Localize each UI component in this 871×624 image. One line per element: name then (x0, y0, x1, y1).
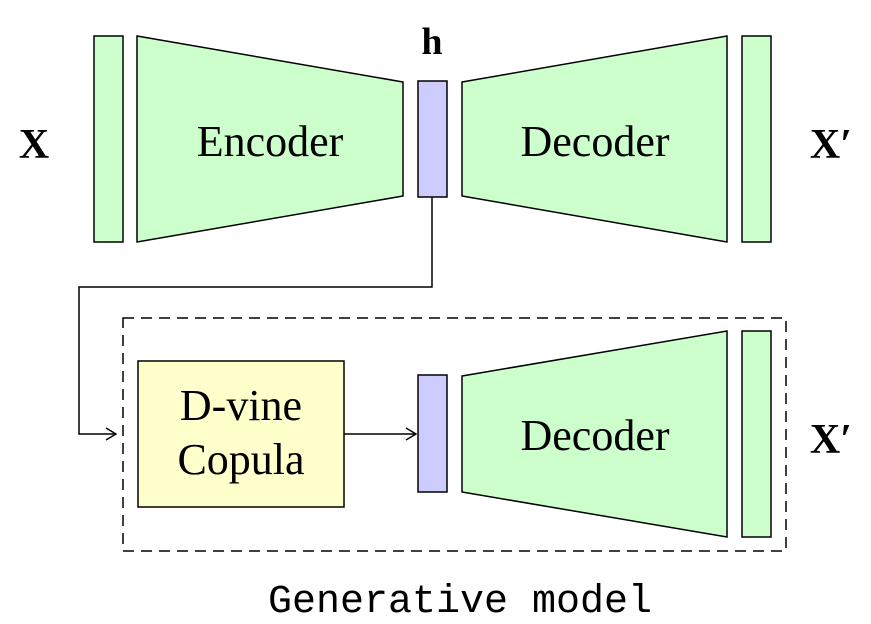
decoder-bottom-label: Decoder (520, 411, 669, 460)
output-bottom-x-prime-label: X′ (810, 417, 852, 463)
decoder-top-label: Decoder (520, 117, 669, 166)
generative-model-group: D-vine Copula Decoder X′ (122, 317, 852, 552)
encoder-trapezoid (136, 35, 404, 243)
encoder-label: Encoder (197, 117, 344, 166)
dvine-copula-label-line2: Copula (177, 435, 304, 484)
input-x-label: X (19, 122, 49, 168)
autoencoder-row: X Encoder h Decoder X′ (19, 21, 852, 243)
output-top-x-prime-label: X′ (810, 122, 852, 168)
dvine-copula-label-line1: D-vine (180, 381, 302, 430)
decoder-bottom-trapezoid (461, 330, 728, 538)
latent-to-copula-connector (78, 197, 433, 434)
sampled-latent-bar (417, 374, 448, 493)
latent-code-bar (417, 80, 448, 198)
latent-h-label: h (421, 21, 442, 63)
generative-model-dashed-frame (122, 317, 787, 552)
decoder-top-trapezoid (461, 35, 728, 243)
output-bottom-layer-bar (741, 330, 772, 538)
input-layer-bar (93, 35, 124, 243)
output-top-layer-bar (741, 35, 772, 243)
generative-model-caption: Generative model (268, 580, 652, 624)
